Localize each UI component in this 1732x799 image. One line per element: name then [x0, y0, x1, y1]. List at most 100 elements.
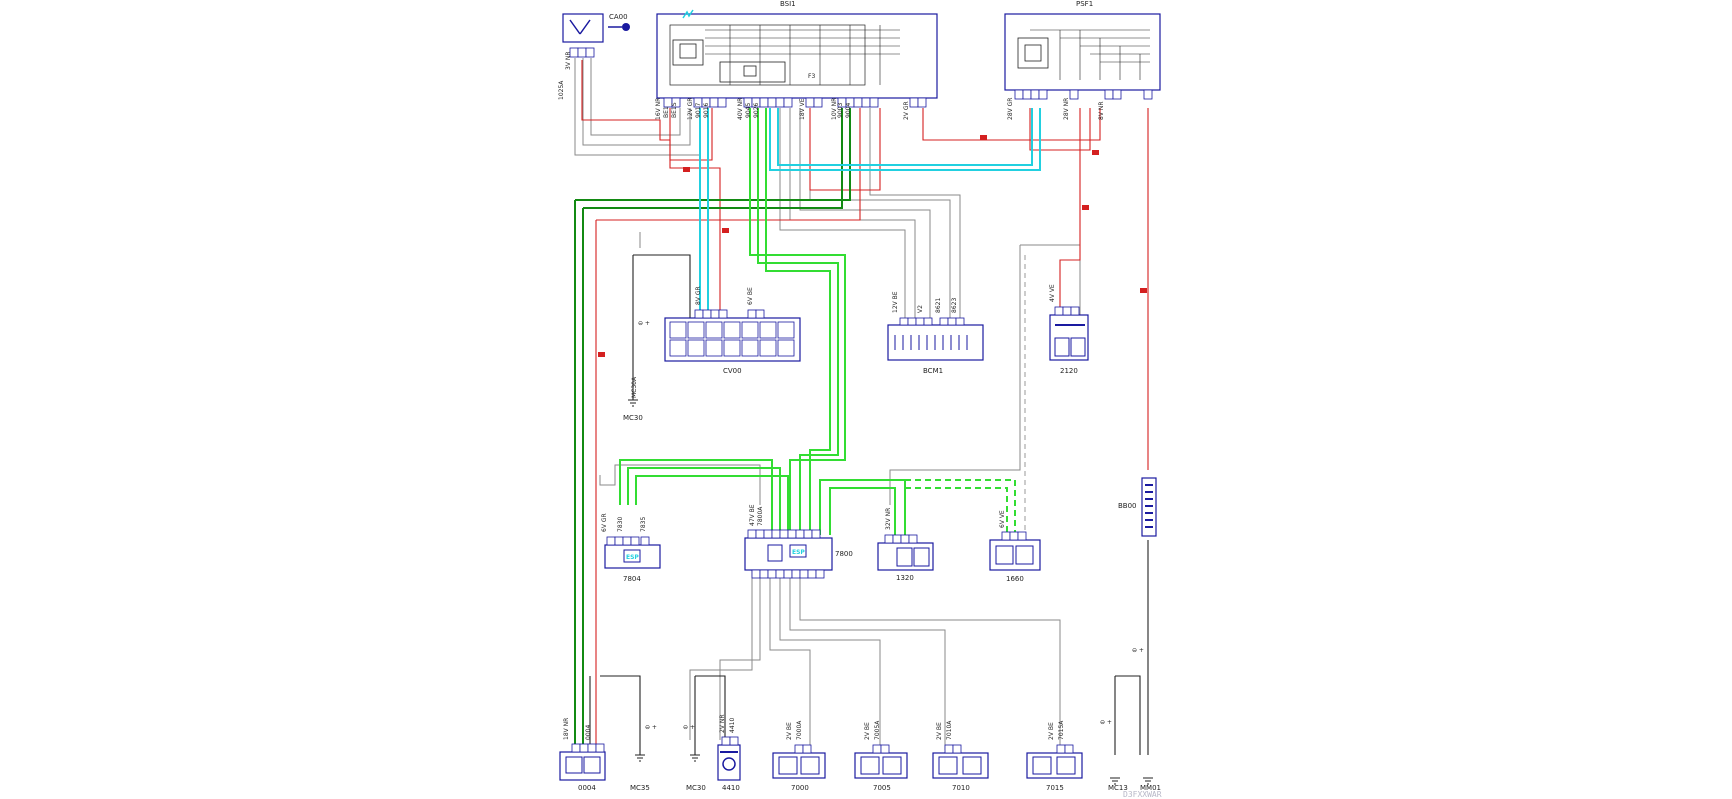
connector-label-7800: 47V BE [749, 504, 756, 526]
esp-badge-7804: ESP [626, 554, 639, 561]
label-7010: 7010 [952, 784, 970, 792]
label-0004: 0004 [578, 784, 596, 792]
ground-MC30-upper [628, 399, 638, 407]
label-7804: 7804 [623, 575, 641, 583]
connector-label-psf-28v: 28V GR [1007, 98, 1014, 120]
label-7800: 7800 [835, 550, 853, 558]
label-4410: 4410 [722, 784, 740, 792]
wire-code: 7010A [946, 720, 953, 740]
component-CV00 [664, 309, 801, 362]
label-7000: 7000 [791, 784, 809, 792]
connector-label-bsi-40v: 40V NR [737, 98, 744, 120]
splice-markers [598, 135, 1147, 357]
connector-label-psf-8v: 8V NR [1098, 102, 1105, 121]
esp-badge-7800: ESP [792, 549, 805, 556]
connector-labels: 3V NR 16V NR 12V GR 40V NR 18V VE 10V NR… [558, 52, 1105, 741]
wire-code-labels: BE1 BE1S 9017 9016 9045 9026 9003 9004 7… [585, 102, 1065, 740]
ground-plus-symbol: ⊖ + [638, 320, 650, 327]
signal-label-1025a: 1025A [558, 80, 565, 100]
wire-code: 9026 [753, 103, 760, 118]
ground-plus-symbol: ⊖ + [645, 724, 657, 731]
label-1320: 1320 [896, 574, 914, 582]
wire-code: 7830 [617, 517, 624, 532]
connector-label-bcm: 12V BE [892, 291, 899, 313]
label-BCM1: BCM1 [923, 367, 943, 375]
component-labels: CA00 BSI1 PSF1 CV00 BCM1 2120 MC30 BB00 … [578, 0, 1161, 792]
wire-code: 8621 [935, 298, 942, 313]
component-1660 [989, 531, 1041, 571]
label-MC30-upper: MC30 [623, 414, 643, 422]
ground-MC35 [635, 754, 645, 762]
connector-label-cv00: 8V GR [695, 286, 702, 305]
component-7015 [1026, 744, 1083, 779]
component-1320 [877, 534, 934, 571]
ground-symbols: ⊖ + ⊖ + ⊖ + ⊖ + ⊖ + [638, 320, 1144, 731]
fuse-label: F3 [808, 73, 815, 80]
component-0004 [559, 743, 606, 781]
wire-code: 8623 [951, 298, 958, 313]
connector-label-psf-28vnr: 28V NR [1063, 98, 1070, 120]
wire-code: BE1S [671, 102, 678, 118]
connector-label-7005: 2V BE [864, 722, 871, 740]
ground-MC13 [1110, 777, 1120, 785]
component-7005 [854, 744, 908, 779]
wire-code: 7835 [640, 517, 647, 532]
connector-label-bsi-12v: 12V GR [687, 98, 694, 120]
connector-label-psf-2v: 2V GR [903, 101, 910, 120]
label-7015: 7015 [1046, 784, 1064, 792]
ground-plus-symbol: ⊖ + [1132, 647, 1144, 654]
connector-label-cv00b: 6V BE [747, 287, 754, 305]
connector-label-7000: 2V BE [786, 722, 793, 740]
wire-code: BE1 [663, 106, 670, 118]
wire-code: 9003 [837, 103, 844, 118]
component-BCM1 [887, 317, 984, 361]
connector-label-2120: 4V VE [1049, 284, 1056, 302]
watermark: D3FXXWAR [1123, 790, 1162, 799]
wire-code: 0004 [585, 725, 592, 740]
label-PSF1: PSF1 [1076, 0, 1093, 8]
wire-code: 7800A [757, 506, 764, 526]
wire-code: 9004 [845, 103, 852, 118]
connector-label-ca00: 3V NR [565, 52, 572, 71]
wire-code: 9045 [745, 103, 752, 118]
label-MC35: MC35 [630, 784, 650, 792]
connector-label-bsi-10v: 10V NR [831, 98, 838, 120]
component-7000 [772, 744, 826, 779]
wire-code: V2 [917, 305, 924, 313]
wire-code: 7015A [1058, 720, 1065, 740]
label-7005: 7005 [873, 784, 891, 792]
ground-MC30-lower [690, 754, 700, 762]
label-BB00: BB00 [1118, 502, 1137, 510]
wire-code: 9016 [703, 103, 710, 118]
component-4410 [717, 736, 741, 781]
label-MC30-lower: MC30 [686, 784, 706, 792]
wire-code: MC30A [631, 376, 638, 398]
component-7800 [744, 529, 833, 579]
component-7010 [932, 744, 989, 779]
wire-code: 7005A [874, 720, 881, 740]
connector-label-1320: 32V NR [885, 508, 892, 530]
wire-layer [574, 58, 1149, 755]
connector-label-7010: 2V BE [936, 722, 943, 740]
connector-label-bsi-18v: 18V VE [799, 98, 806, 120]
wire-code: 4410 [729, 718, 736, 733]
connector-label-bsi-16v: 16V NR [655, 98, 662, 120]
connector-label-7804: 6V GR [601, 513, 608, 532]
label-2120: 2120 [1060, 367, 1078, 375]
label-MC13: MC13 [1108, 784, 1128, 792]
component-7804 [604, 536, 661, 569]
component-BB00 [1141, 477, 1157, 537]
label-CV00: CV00 [723, 367, 742, 375]
component-BSI1 [656, 9, 938, 108]
ground-MM01 [1143, 777, 1153, 785]
label-CA00: CA00 [609, 13, 628, 21]
component-PSF1 [1004, 13, 1161, 100]
wire-code: 9017 [695, 103, 702, 118]
label-MM01: MM01 [1140, 784, 1161, 792]
ground-plus-symbol: ⊖ + [1100, 719, 1112, 726]
connector-label-4410: 2V NR [719, 715, 726, 734]
connector-label-7015: 2V BE [1048, 722, 1055, 740]
component-CA00 [562, 13, 630, 58]
connector-label-1660: 6V VE [999, 510, 1006, 528]
